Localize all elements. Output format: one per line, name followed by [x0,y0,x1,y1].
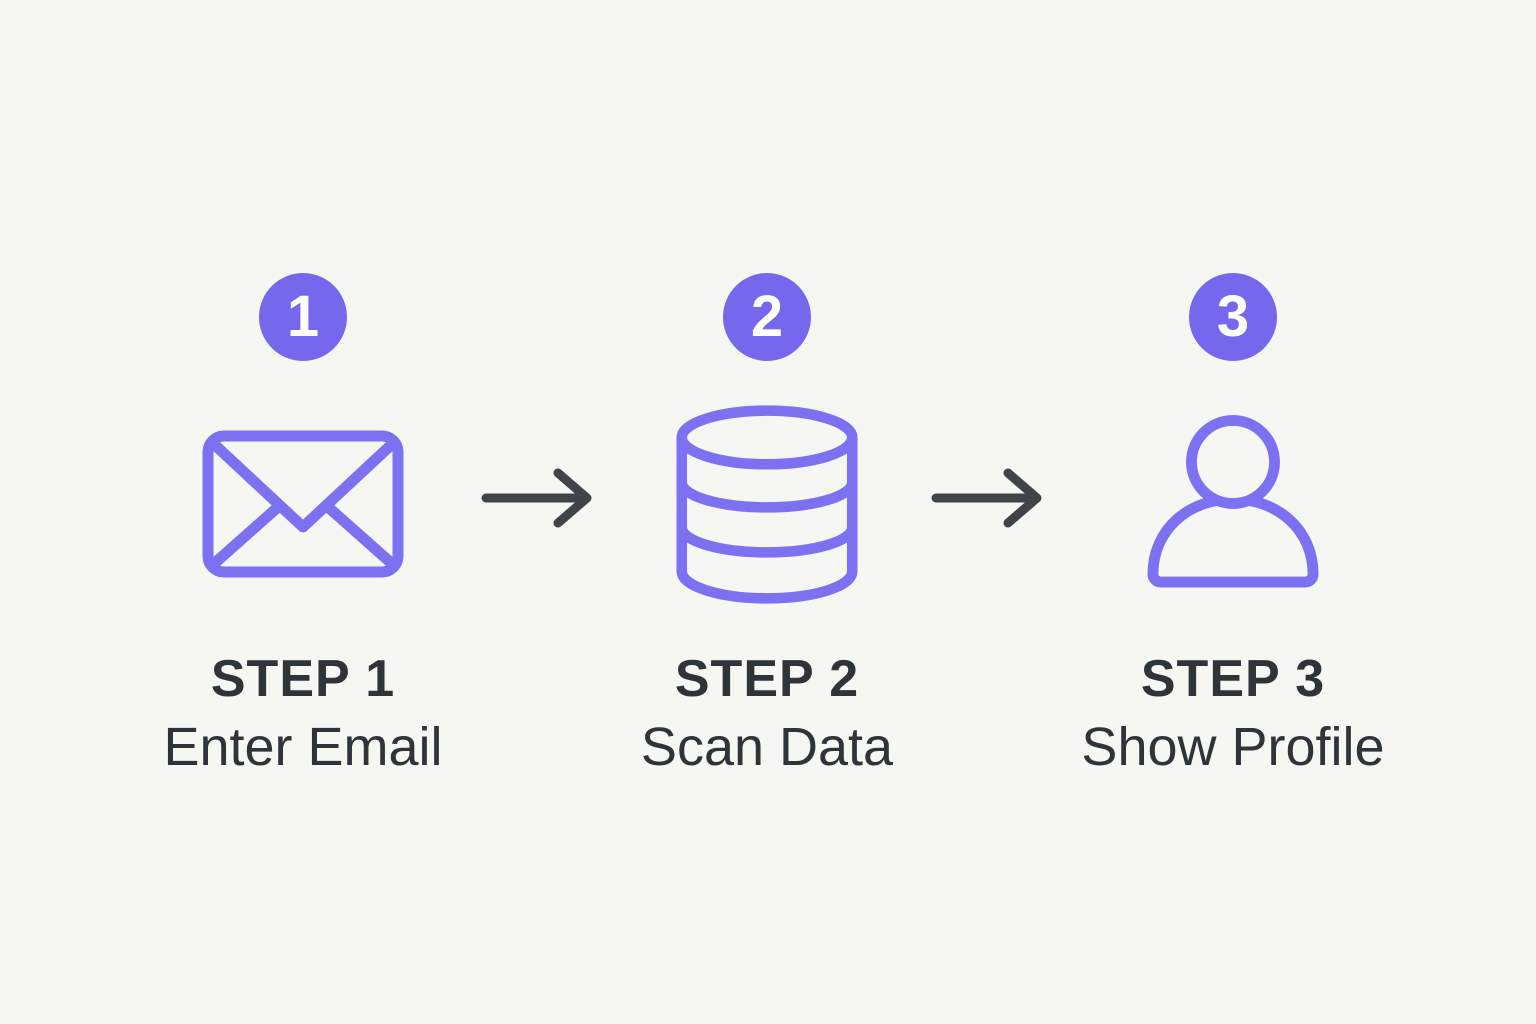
step-description: Enter Email [163,717,443,778]
step-title: STEP 3 [1140,650,1326,708]
database-icon [676,399,858,609]
step-description: Show Profile [1081,717,1385,778]
step-number-badge: 1 [259,273,347,361]
step-number: 2 [750,284,784,349]
arrow-right-icon [929,466,1047,530]
step-number: 1 [286,284,320,349]
step-number: 3 [1216,284,1250,349]
step-2: 2 STEP 2 Scan Data [557,273,977,778]
step-1: 1 STEP 1 Enter Email [93,273,513,778]
step-number-badge: 3 [1189,273,1277,361]
step-3: 3 STEP 3 Show Profile [1023,273,1443,778]
step-number-badge: 2 [723,273,811,361]
step-title: STEP 2 [674,650,860,708]
arrow-right-icon [479,466,597,530]
step-description: Scan Data [640,717,894,778]
user-icon [1146,399,1320,609]
envelope-icon [202,399,404,609]
step-title: STEP 1 [210,650,396,708]
